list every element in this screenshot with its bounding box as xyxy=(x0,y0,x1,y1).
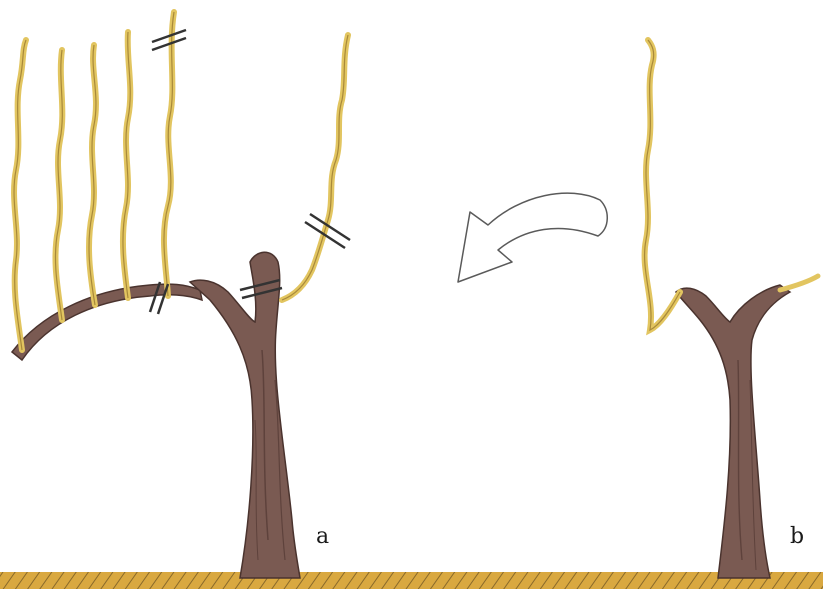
ground-strip xyxy=(0,572,823,589)
panel-label-a: a xyxy=(316,524,329,549)
panel-b xyxy=(645,40,818,578)
curved-arrow-left-icon xyxy=(458,193,607,282)
arched-arm xyxy=(12,284,202,360)
panel-a xyxy=(12,12,350,578)
panel-label-b: b xyxy=(790,524,804,549)
trunk-b xyxy=(676,285,790,578)
pruning-cut-mark-icon xyxy=(150,30,350,314)
